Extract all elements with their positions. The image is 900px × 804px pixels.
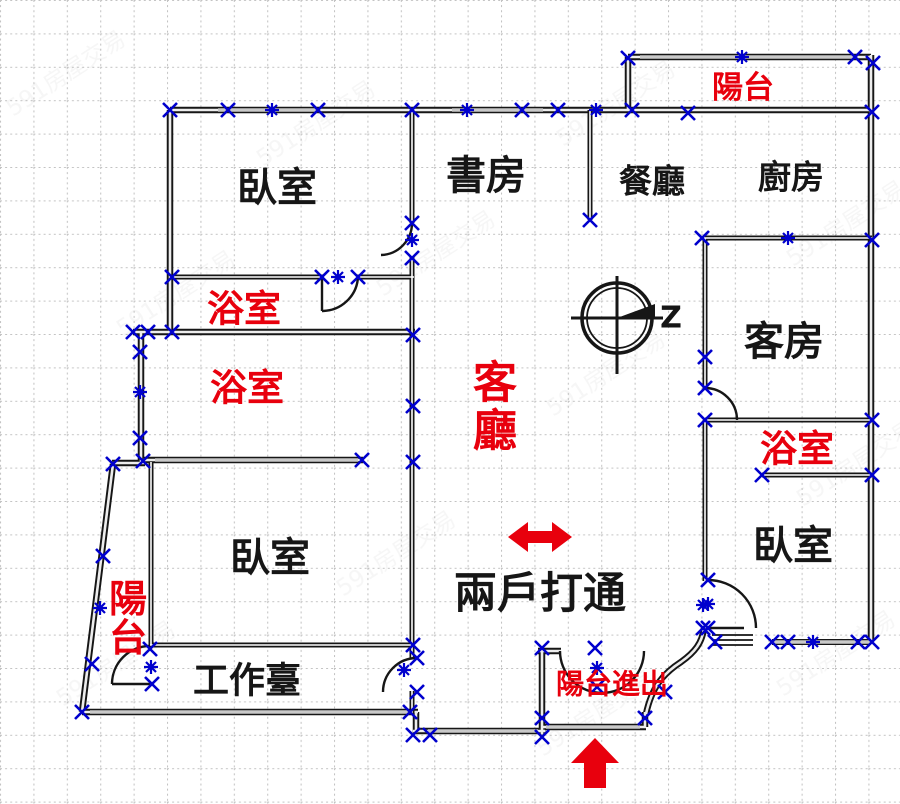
entry-up-arrow-icon [571,738,619,788]
label-study: 書房 [446,153,526,199]
label-balcony-left-char-2: 台 [109,616,147,660]
label-bathroom-middle: 浴室 [210,367,284,410]
label-joined-units: 兩戶打通 [454,569,626,619]
door-arc-bedroom-top-left [380,222,414,257]
room-labels-black: 臥室 書房 餐廳 廚房 客房 臥室 臥室 工作臺 兩戶打通 [193,153,833,702]
label-bedroom-top-left: 臥室 [237,165,317,211]
compass-north-label: Z [660,301,682,336]
label-living-char-1: 客 [473,358,517,409]
label-balcony-exit: 陽台進出 [556,668,668,701]
label-bedroom-bottom-left: 臥室 [230,535,310,581]
compass-north-pointer [617,304,655,318]
door-arc-balcony-left [110,644,151,686]
door-arc-guest-room [704,386,739,421]
label-guest-room: 客房 [744,319,824,365]
doors [110,222,758,695]
label-work-counter: 工作臺 [193,661,301,702]
label-bathroom-right: 浴室 [760,428,834,471]
door-arc-bathroom-upper [320,276,360,313]
red-arrows [508,522,619,788]
label-balcony-top: 陽台 [712,70,774,106]
label-kitchen: 廚房 [758,158,824,197]
label-bedroom-bottom-right: 臥室 [753,523,833,569]
compass-icon [571,276,663,374]
double-arrow-icon [508,522,572,552]
door-arc-work-counter [381,656,418,693]
label-balcony-left-char-1: 陽 [109,577,147,621]
label-living-char-2: 廳 [473,406,517,457]
door-arc-bedroom-bottom-right [707,578,758,630]
label-dining: 餐廳 [619,162,685,201]
room-labels-red: 陽台 浴室 浴室 客 廳 浴室 陽 台 陽台進出 [109,70,834,701]
label-bathroom-upper: 浴室 [207,288,281,331]
